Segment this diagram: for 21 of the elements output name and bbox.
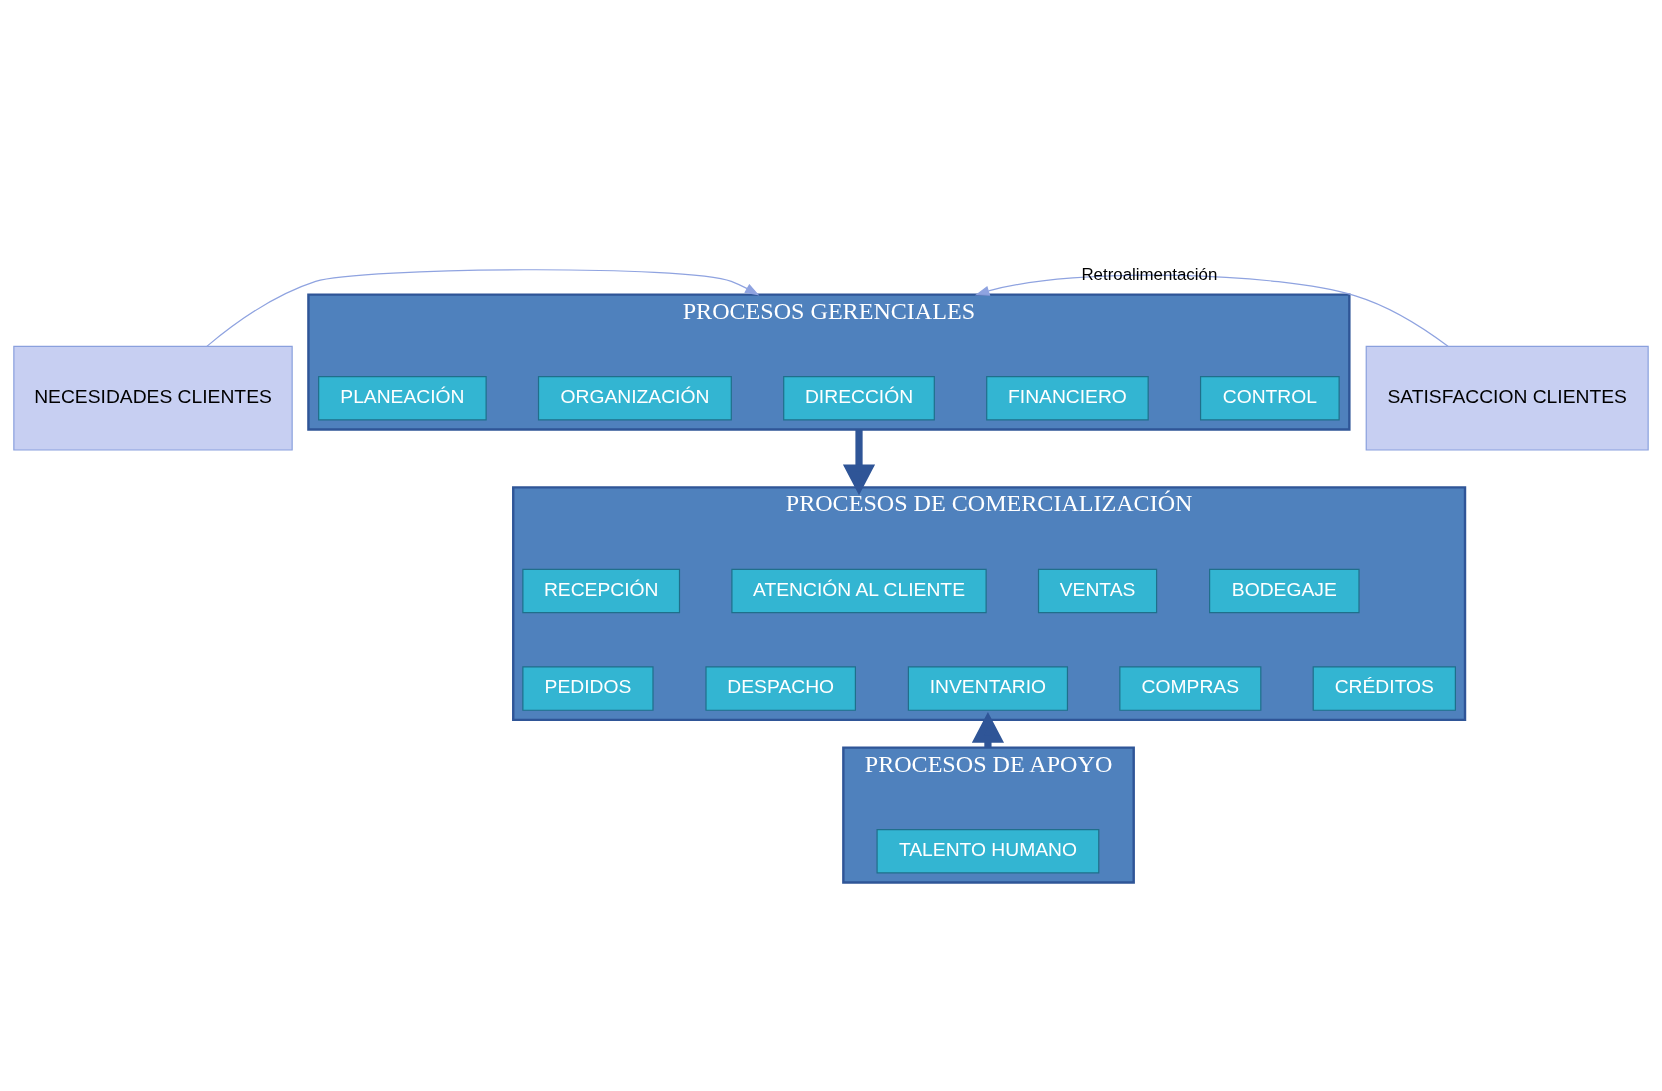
- node-box: NECESIDADES CLIENTES: [13, 345, 293, 451]
- node-box: ATENCIÓN AL CLIENTE: [731, 568, 987, 614]
- arrow: [842, 429, 876, 496]
- node-box: FINANCIERO: [986, 375, 1149, 421]
- arrow: [206, 269, 760, 347]
- node-box: CONTROL: [1199, 375, 1340, 421]
- node-box: CRÉDITOS: [1312, 666, 1456, 711]
- edge-label: Retroalimentación: [1081, 265, 1218, 285]
- node-box: SATISFACCION CLIENTES: [1365, 345, 1649, 451]
- node-box: TALENTO HUMANO: [876, 828, 1100, 874]
- node-box: RECEPCIÓN: [522, 568, 681, 614]
- node-box: BODEGAJE: [1209, 568, 1360, 614]
- node-box: PLANEACIÓN: [318, 375, 487, 421]
- node-box: INVENTARIO: [907, 666, 1069, 711]
- node-box: DESPACHO: [705, 666, 856, 711]
- node-box: ORGANIZACIÓN: [537, 375, 732, 421]
- node-box: PEDIDOS: [522, 666, 654, 711]
- node-box: VENTAS: [1037, 568, 1158, 614]
- node-box: DIRECCIÓN: [783, 375, 935, 421]
- arrow: [975, 274, 1449, 347]
- node-box: COMPRAS: [1119, 666, 1262, 711]
